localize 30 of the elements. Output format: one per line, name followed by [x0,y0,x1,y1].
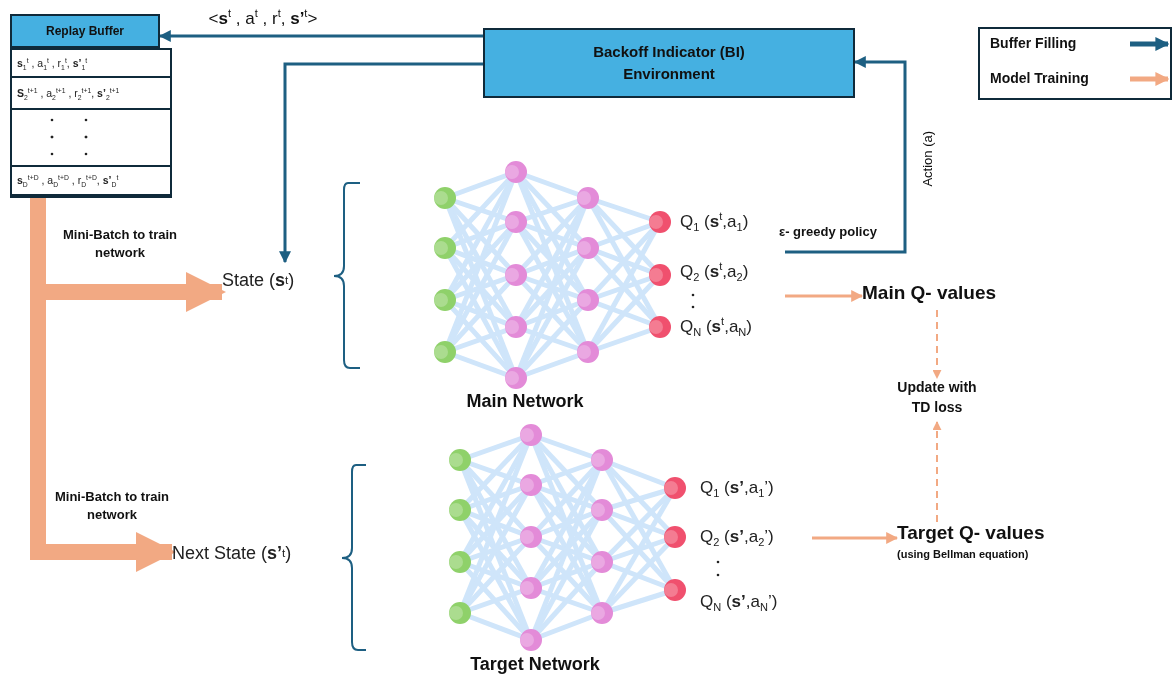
buffer-header: Replay Buffer [10,14,160,48]
edge-label: Mini-Batch to train network [53,488,171,524]
policy-label: ε- greedy policy [779,224,877,239]
state-label: State (s$^{t}$) [222,262,322,298]
q-values-label: Target Q- values [897,522,1046,544]
environment-box: Backoff Indicator (BI) Environment [483,28,855,98]
q-values-label: Main Q- values [862,282,997,304]
buffer-table [10,48,172,198]
q-value-label: Q$_{1}$ (s$^{t}$,a$_{1}$) [680,212,749,232]
network-title: Main Network [466,391,584,412]
arrow [932,421,942,523]
q-value-label: Q$_{1}$ (s’,a$_{1}$’) [700,478,774,498]
arrow [279,62,483,264]
legend-text: Buffer Filling [990,35,1077,51]
network-title: Target Network [470,654,600,675]
q-value-label: Q$_{2}$ (s$^{t}$,a$_{2}$) [680,262,749,282]
legend-text: Model Training [990,70,1089,86]
q-value-label: Q$_{N}$ (s$^{t}$,a$_{N}$) [680,317,752,337]
state-label: Next State (s’$^{t}$) [172,538,322,568]
edge-label: Action (a) [919,129,937,189]
note-text: (using Bellman equation) [897,548,1030,560]
q-value-label: Q$_{N}$ (s’,a$_{N}$’) [700,592,778,612]
update-label: Update with TD loss [887,378,987,422]
edge-label: <s$^{t}$ , a$^{t}$ , r$^{t}$, s’$^{t}$> [207,8,319,30]
arrow [812,532,899,544]
q-value-label: Q$_{2}$ (s’,a$_{2}$’) [700,527,774,547]
arrow [932,309,942,379]
arrow [785,56,907,254]
arrow [785,290,864,302]
edge-label: Mini-Batch to train network [61,226,179,262]
